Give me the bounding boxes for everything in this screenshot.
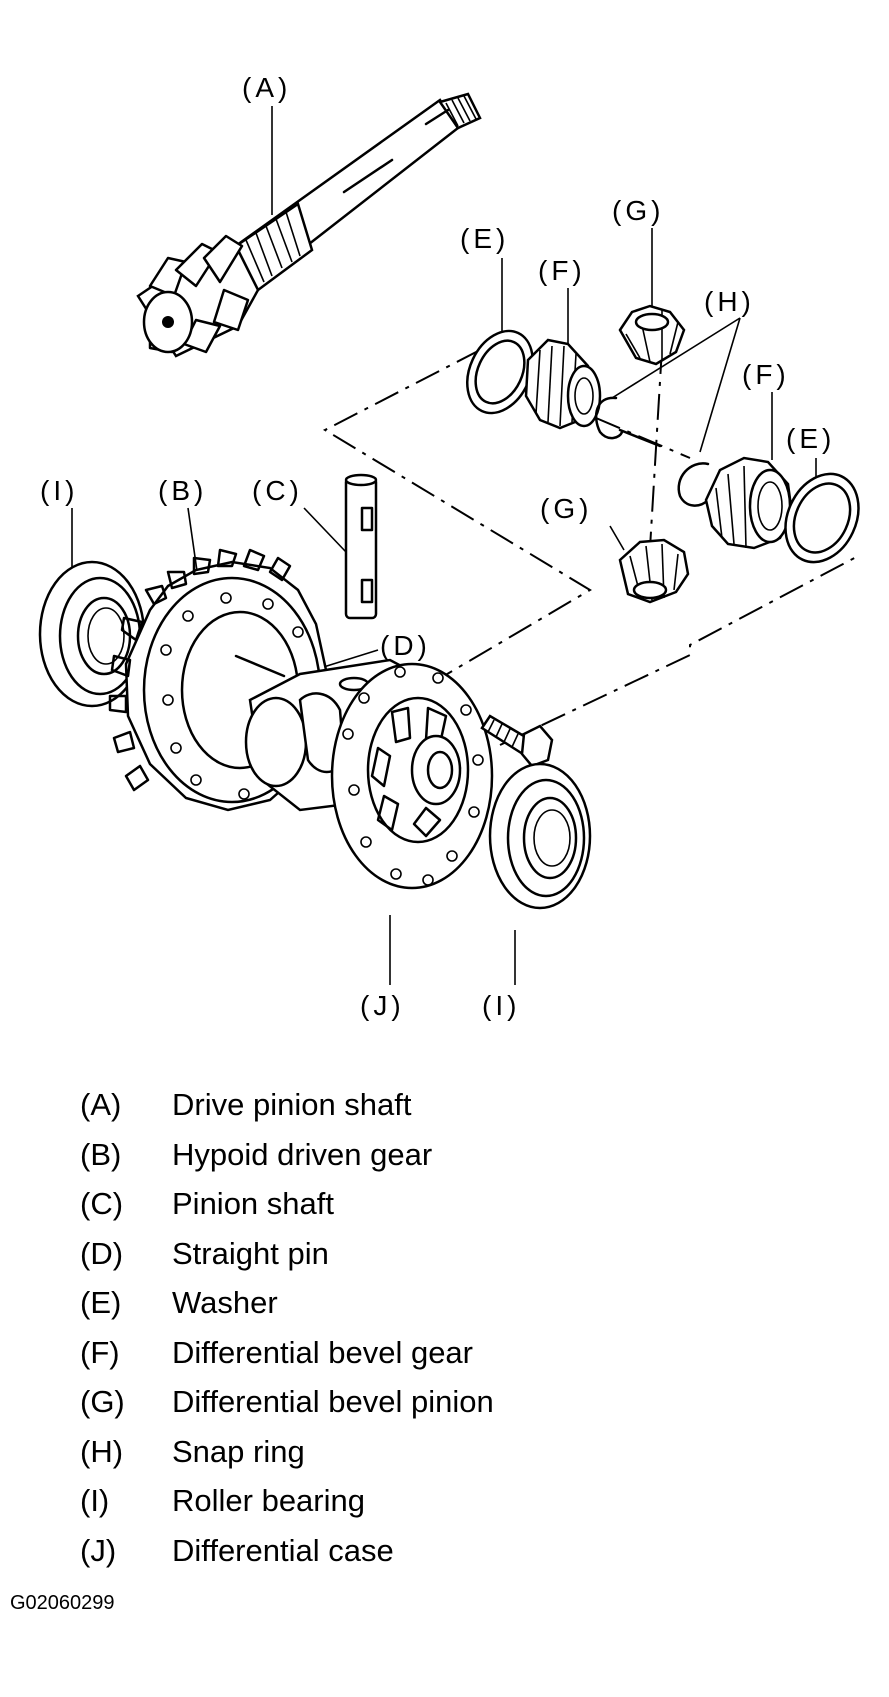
legend-code: (H) [80, 1433, 124, 1469]
callout-h: (H) [704, 286, 755, 317]
legend-item: (J) Differential case [80, 1526, 494, 1576]
washer-right [784, 472, 860, 564]
snap-ring-right [677, 462, 710, 507]
callout-d: (D) [380, 630, 431, 661]
legend-item: (G) Differential bevel pinion [80, 1377, 494, 1427]
callout-g-top: (G) [612, 195, 664, 226]
differential-bevel-gear-right [704, 456, 794, 550]
legend-item: (I) Roller bearing [80, 1476, 494, 1526]
differential-bevel-gear-left [524, 338, 602, 430]
legend-item: (D) Straight pin [80, 1229, 494, 1279]
legend-code: (C) [80, 1186, 124, 1221]
legend-label: Roller bearing [172, 1483, 365, 1518]
legend-label: Differential bevel gear [172, 1334, 473, 1370]
washer-left [466, 329, 534, 415]
parts-legend: (A) Drive pinion shaft (B) Hypoid driven g… [80, 1080, 494, 1575]
differential-bevel-pinion-top [618, 304, 686, 366]
legend-label: Washer [172, 1285, 278, 1320]
figure-id: G02060299 [10, 1592, 115, 1614]
pinion-shaft [344, 473, 378, 620]
legend-label: Snap ring [172, 1433, 305, 1469]
snap-ring-left [595, 396, 624, 440]
snap-ring-pin [618, 428, 662, 448]
bolt [480, 714, 554, 768]
legend-label: Straight pin [172, 1235, 329, 1271]
exploded-differential-diagram: (A) (E) (F) (G) (H) (F) (E) (I) (B) (C) … [38, 72, 861, 1021]
callout-a: (A) [242, 72, 291, 103]
legend-code: (B) [80, 1136, 122, 1172]
straight-pin [234, 654, 286, 678]
legend-code: (E) [80, 1285, 122, 1320]
legend-code: (D) [80, 1235, 124, 1271]
callout-c: (C) [252, 475, 303, 506]
differential-case [244, 658, 494, 890]
legend-item: (C) Pinion shaft [80, 1179, 494, 1229]
legend-code: (F) [80, 1334, 120, 1370]
legend-label: Differential case [172, 1532, 394, 1568]
callout-f-right: (F) [742, 359, 790, 390]
legend-item: (H) Snap ring [80, 1427, 494, 1477]
legend-label: Pinion shaft [172, 1186, 334, 1221]
legend-code: (J) [80, 1532, 117, 1568]
legend-label: Hypoid driven gear [172, 1136, 433, 1172]
legend-item: (B) Hypoid driven gear [80, 1130, 494, 1180]
drive-pinion-shaft [136, 92, 482, 358]
callout-e-left: (E) [460, 223, 509, 254]
callout-i-left: (I) [40, 475, 78, 506]
legend-item: (A) Drive pinion shaft [80, 1080, 494, 1130]
callout-j: (J) [360, 990, 405, 1021]
callout-g-bottom: (G) [540, 493, 592, 524]
legend-item: (E) Washer [80, 1278, 494, 1328]
legend-code: (I) [80, 1483, 110, 1518]
legend-code: (A) [80, 1087, 122, 1122]
differential-bevel-pinion-bottom [618, 538, 690, 604]
callout-f-left: (F) [538, 255, 586, 286]
roller-bearing-right [488, 762, 592, 910]
callout-e-right: (E) [786, 423, 835, 454]
legend-label: Drive pinion shaft [172, 1087, 412, 1122]
legend-code: (G) [80, 1384, 125, 1419]
callout-i-right: (I) [482, 990, 520, 1021]
callout-b: (B) [158, 475, 207, 506]
legend-item: (F) Differential bevel gear [80, 1328, 494, 1378]
legend-label: Differential bevel pinion [172, 1384, 494, 1419]
roller-bearing-left [38, 560, 146, 708]
